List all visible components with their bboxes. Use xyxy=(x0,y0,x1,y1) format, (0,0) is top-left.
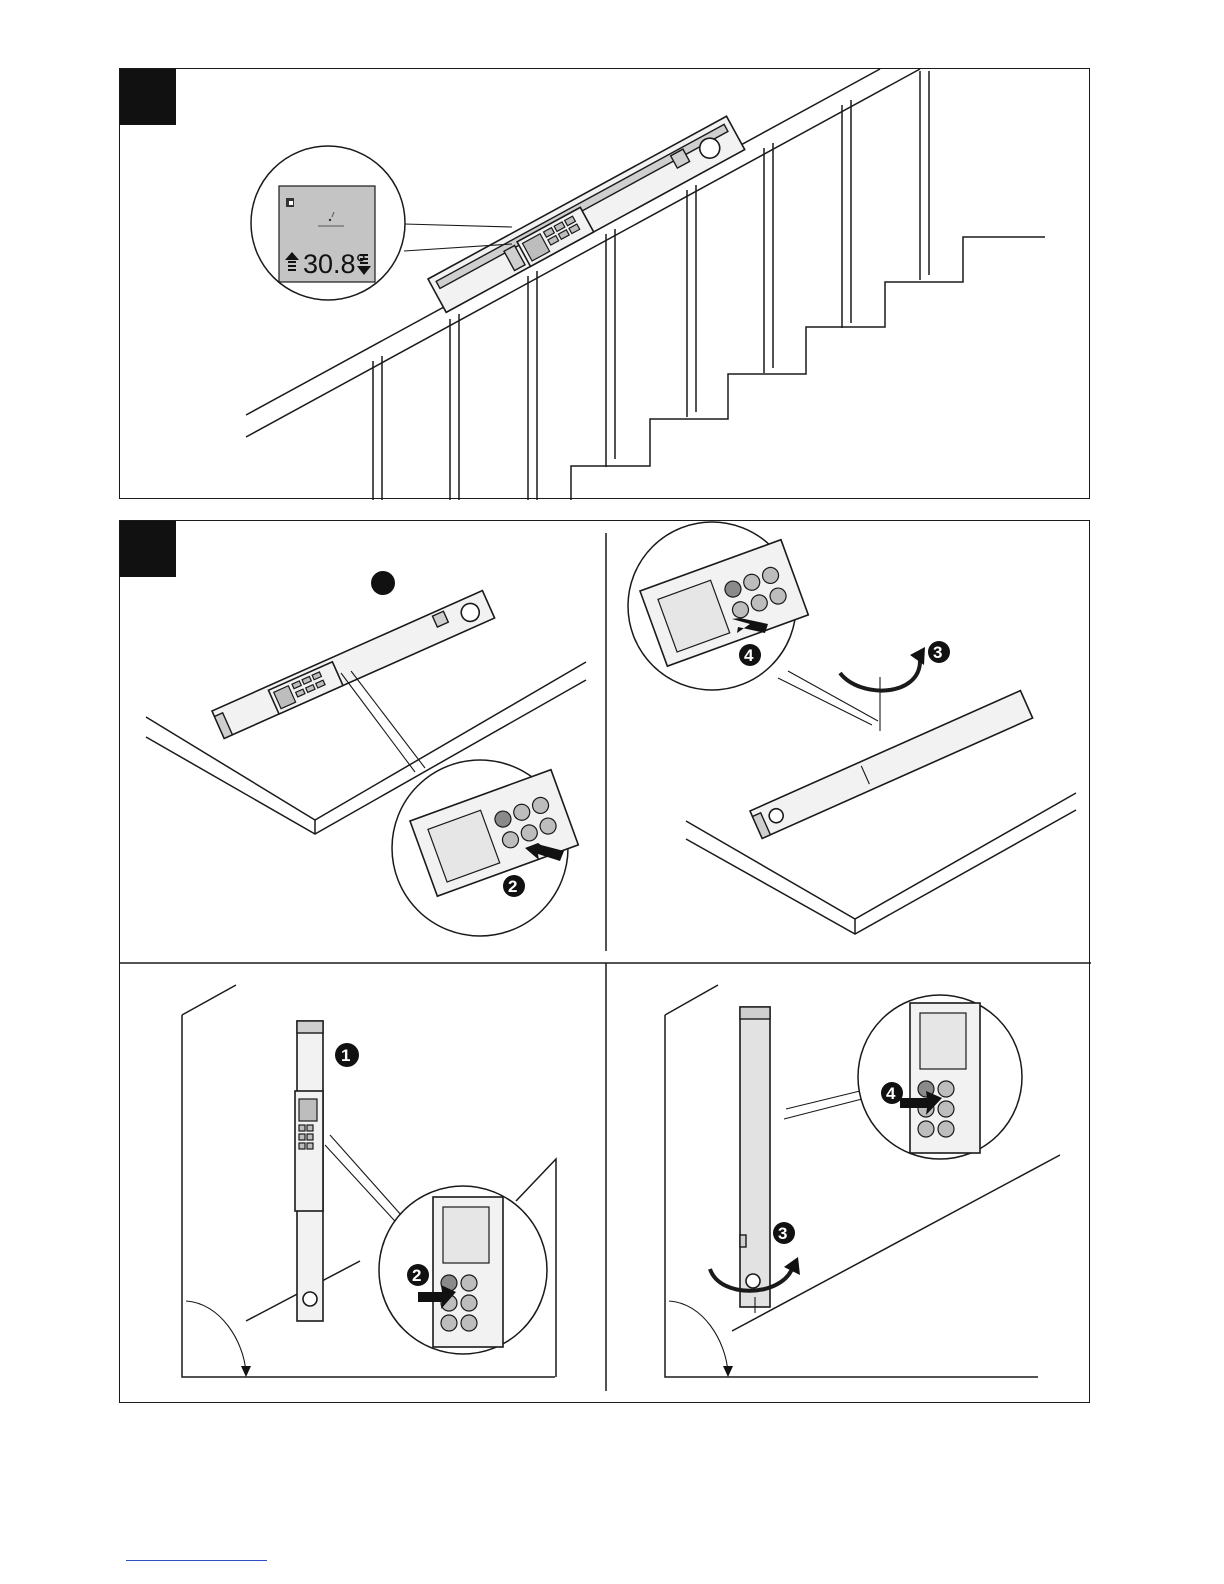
digital-level-tool xyxy=(428,116,745,312)
quadrant-horizontal-step-2: 3 4 xyxy=(628,522,1076,934)
quadrant-horizontal-step-1: 2 xyxy=(146,571,586,936)
step-2-label: 2 xyxy=(508,877,517,896)
step-1-marker xyxy=(371,571,395,595)
staircase-illustration: 30.8° xyxy=(120,69,1091,500)
display-magnifier: 30.8° xyxy=(251,146,405,300)
right-angle-icon xyxy=(669,1301,728,1373)
quadrant-vertical-step-2: 3 4 xyxy=(665,985,1060,1377)
step-1-label: 1 xyxy=(341,1046,350,1065)
step-4-label: 4 xyxy=(744,646,754,665)
figure-calibration: 2 3 xyxy=(119,520,1090,1403)
step-4-label: 4 xyxy=(886,1084,896,1103)
stairs xyxy=(571,237,1045,500)
step-3-label: 3 xyxy=(933,643,942,662)
angle-readout: 30.8° xyxy=(303,249,366,279)
calibration-illustration: 2 3 xyxy=(120,521,1091,1404)
step-3-label: 3 xyxy=(778,1224,787,1243)
step-2-label: 2 xyxy=(412,1266,421,1285)
quadrant-vertical-step-1: 1 2 xyxy=(182,985,556,1377)
figure-staircase: 30.8° xyxy=(119,68,1090,499)
right-angle-icon xyxy=(186,1301,246,1373)
footer-rule xyxy=(126,1560,267,1561)
